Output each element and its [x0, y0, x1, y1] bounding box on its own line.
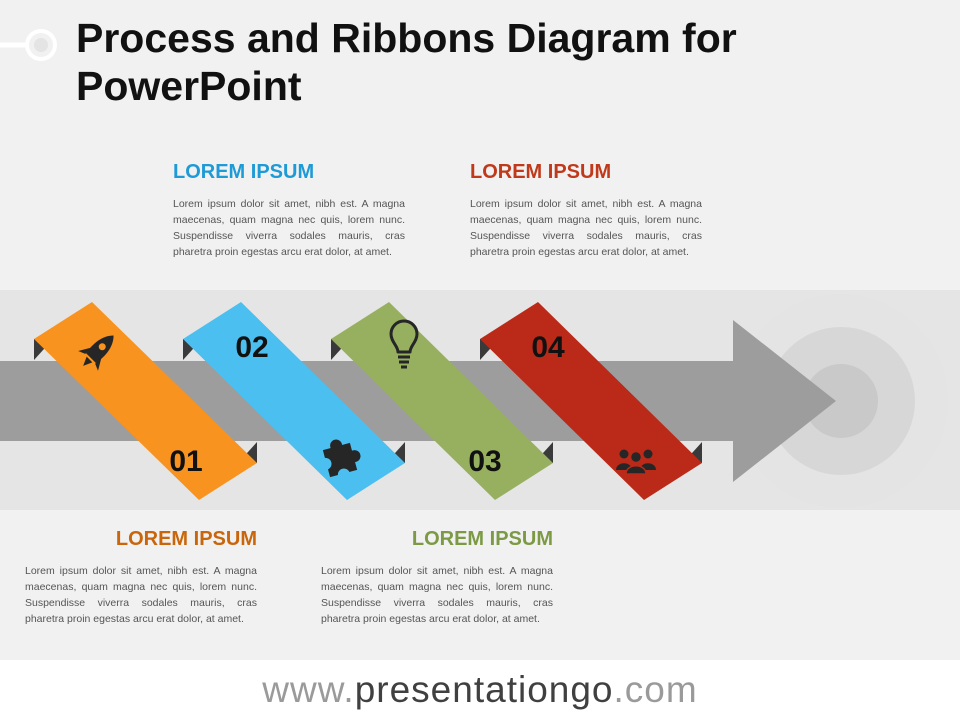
- step-number-04: 04: [531, 331, 565, 364]
- process-ribbons-diagram: 01 02 03 04: [0, 302, 915, 500]
- step-02-description: Lorem ipsum dolor sit amet, nibh est. A …: [173, 198, 405, 258]
- step-03-text-block: LOREM IPSUM Lorem ipsum dolor sit amet, …: [321, 527, 553, 627]
- step-01-heading: LOREM IPSUM: [115, 528, 257, 550]
- footer-website-link[interactable]: www.presentationgo.com: [262, 669, 697, 710]
- step-04-heading: LOREM IPSUM: [470, 161, 612, 183]
- step-04-text-block: LOREM IPSUM Lorem ipsum dolor sit amet, …: [470, 160, 702, 260]
- puzzle-icon: [319, 439, 361, 481]
- lightbulb-icon: [389, 319, 419, 369]
- people-group-icon: [616, 449, 656, 475]
- footer-prefix: www.: [262, 669, 355, 710]
- step-01-text-block: LOREM IPSUM Lorem ipsum dolor sit amet, …: [25, 527, 257, 627]
- page-title: Process and Ribbons Diagram for PowerPoi…: [76, 15, 737, 109]
- footer: www.presentationgo.com: [0, 660, 960, 720]
- step-02-text-block: LOREM IPSUM Lorem ipsum dolor sit amet, …: [173, 160, 405, 260]
- rocket-icon: [78, 335, 114, 371]
- footer-brand: presentationgo: [354, 669, 614, 710]
- ribbon-03: [331, 302, 553, 500]
- step-number-03: 03: [468, 445, 501, 478]
- target-circle-inner: [804, 364, 878, 438]
- step-03-heading: LOREM IPSUM: [411, 528, 553, 550]
- ribbon-03-body: [331, 302, 553, 500]
- step-04-description: Lorem ipsum dolor sit amet, nibh est. A …: [470, 198, 702, 258]
- step-03-description: Lorem ipsum dolor sit amet, nibh est. A …: [321, 565, 553, 625]
- step-02-heading: LOREM IPSUM: [173, 161, 315, 183]
- footer-suffix: .com: [613, 669, 698, 710]
- slide-background: Process and Ribbons Diagram for PowerPoi…: [0, 0, 960, 660]
- step-01-description: Lorem ipsum dolor sit amet, nibh est. A …: [25, 565, 257, 625]
- step-number-01: 01: [169, 445, 202, 478]
- step-number-02: 02: [235, 331, 268, 364]
- title-marker-icon: [0, 29, 57, 61]
